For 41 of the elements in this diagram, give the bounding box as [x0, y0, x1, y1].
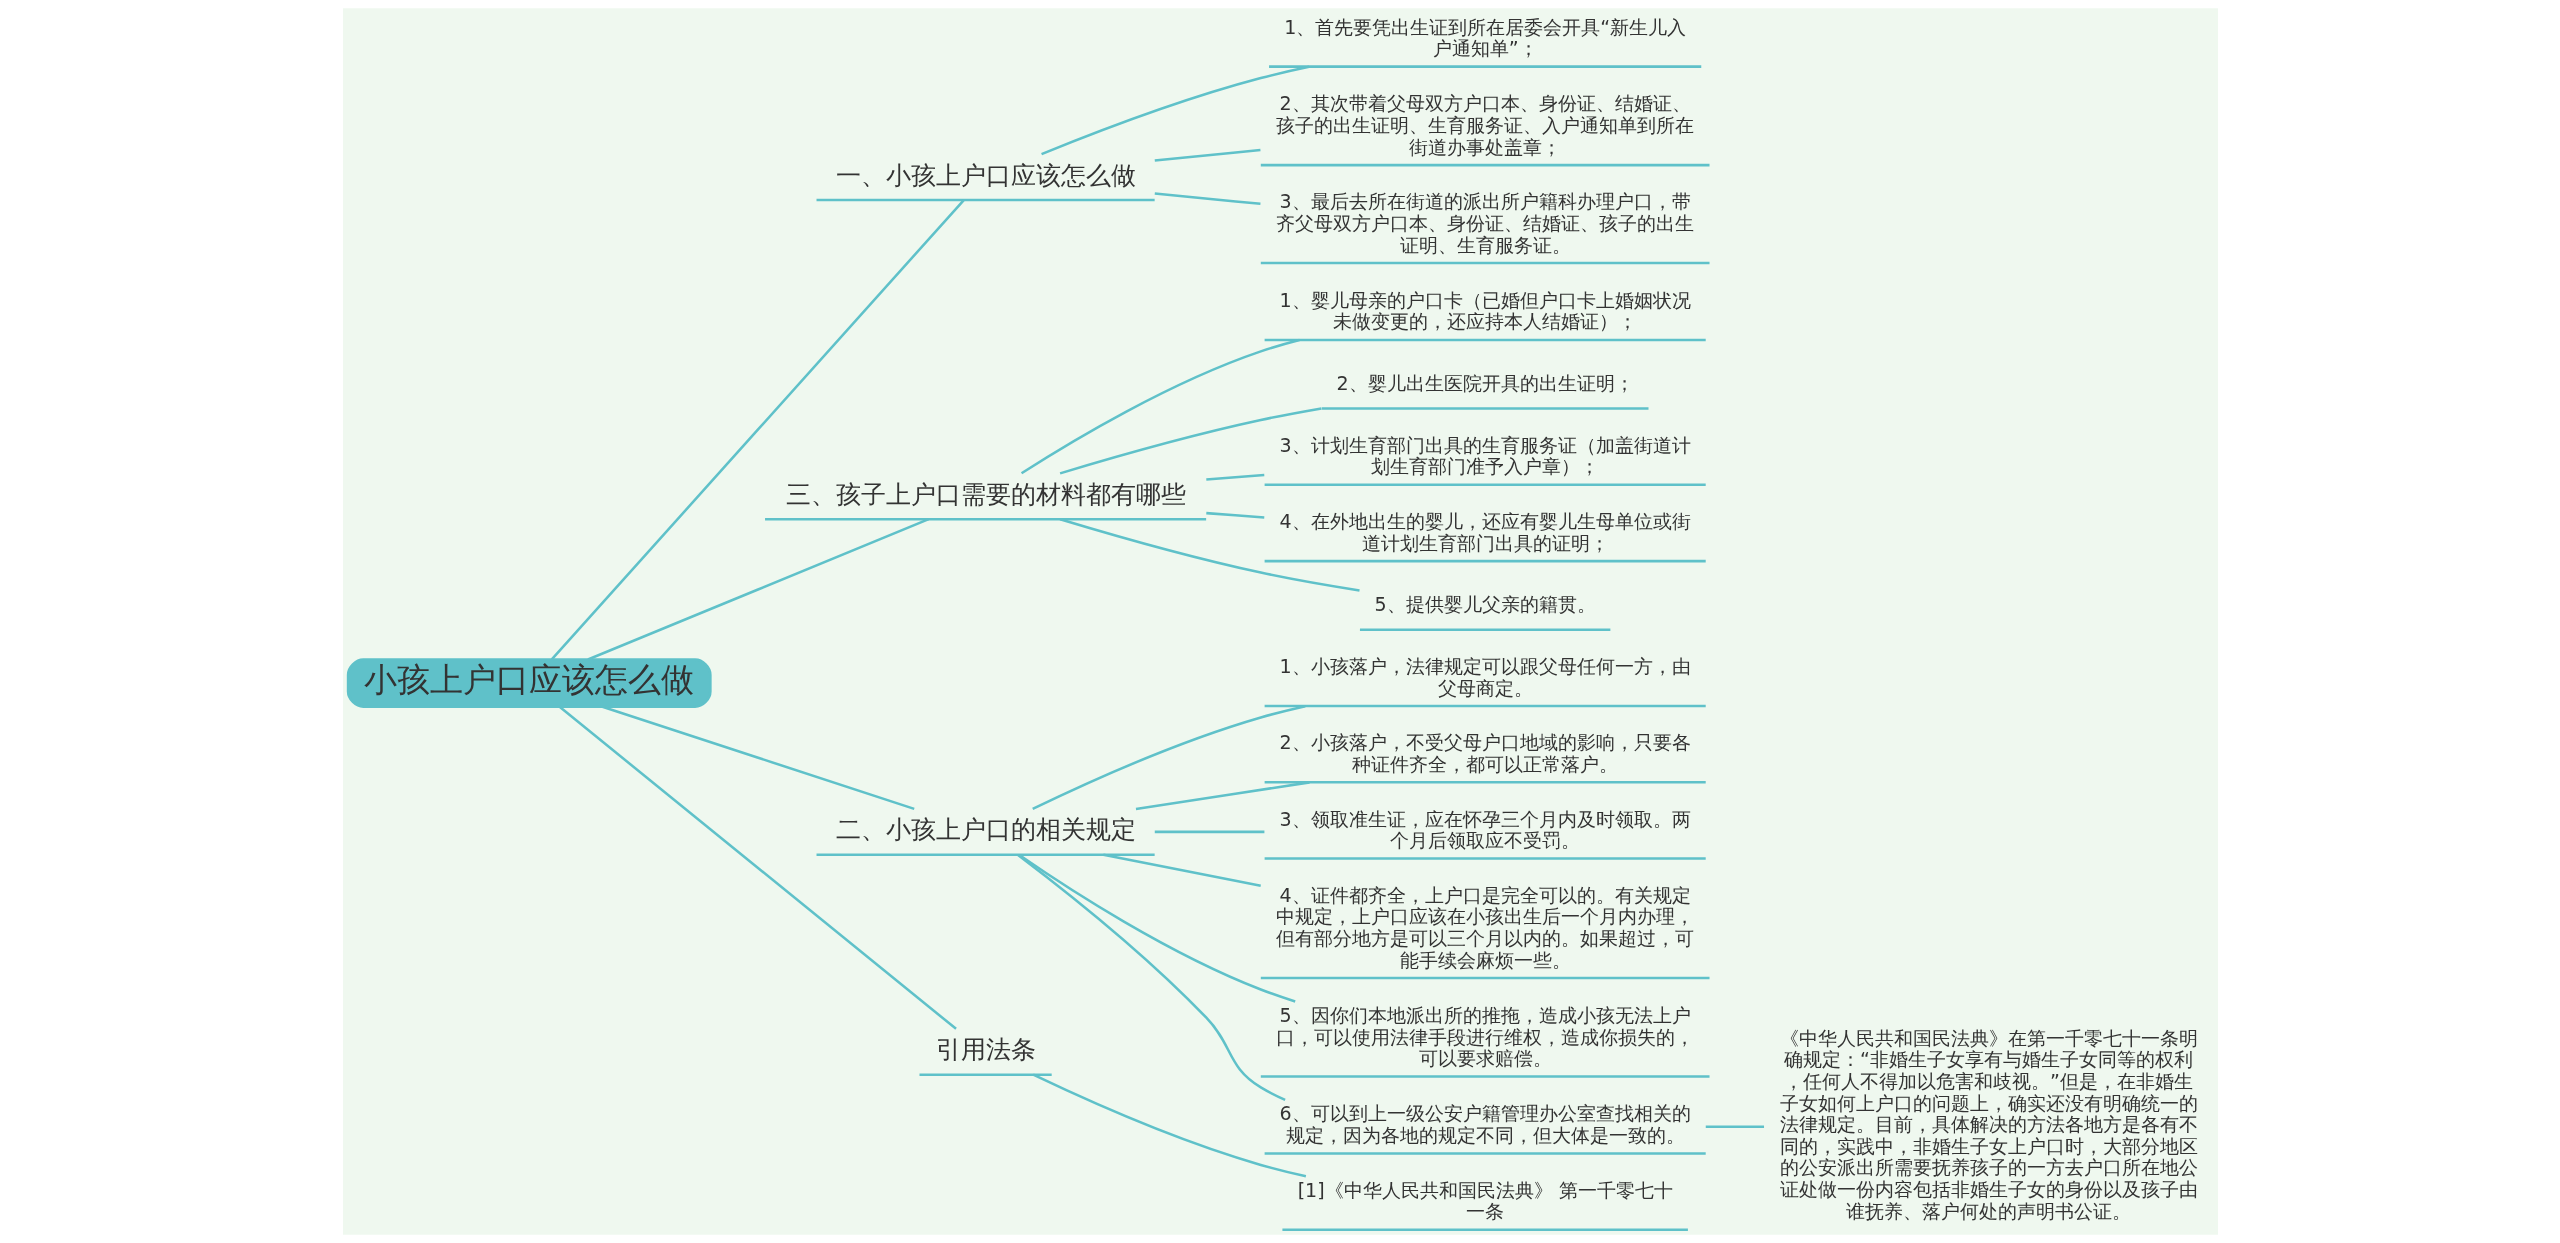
node-text: 1、婴儿母亲的户口卡（已婚但户口卡上婚姻状况未做变更的，还应持本人结婚证）； — [1279, 288, 1691, 333]
connector — [1205, 473, 1264, 481]
connector — [587, 518, 929, 661]
node-text: 4、证件都齐全，上户口是完全可以的。有关规定中规定，上户口应该在小孩出生后一个月内办理，但有部分地方是可以三个月以内的。如果超过，可能手续会麻烦一些。 — [1275, 883, 1694, 971]
node-text: 《中华人民共和国民法典》在第一千零七十一条明确规定：“非婚生子女享有与婚生子女同等的权利，任何人不得加以危害和歧视。”但是，在非婚生子女如何上户口的问题上，确实还没有明确统一的法律规定。目前，具体解决的方法各地方是各有不同的，实践中，非婚生子女上户口时，大部分地区的公安派出所需要抚养孩子的一方去户口所在地公证处做一份内容包括非婚生子女的身份以及孩子由谁抚养、落户何处的声明书公证。 — [1779, 1026, 2198, 1222]
node-text: 3、最后去所在街道的派出所户籍科办理户口，带齐父母双方户口本、身份证、结婚证、孩子的出生证明、生育服务证。 — [1275, 190, 1694, 256]
connector — [1059, 407, 1322, 475]
connector — [1205, 511, 1264, 519]
connector — [1032, 1073, 1306, 1178]
connector — [1059, 518, 1360, 592]
connector — [1154, 148, 1261, 162]
node-text: 3、计划生育部门出具的生育服务证（加盖街道计划生育部门准予入户章）； — [1279, 433, 1691, 478]
connector — [1018, 853, 1296, 1003]
node-text: 6、可以到上一级公安户籍管理办公室查找相关的规定，因为各地的规定不同，但大体是一致的。 — [1279, 1102, 1691, 1147]
node-text: 2、小孩落户，不受父母户口地域的影响，只要各种证件齐全，都可以正常落户。 — [1279, 731, 1691, 775]
node-text: 3、领取准生证，应在怀孕三个月内及时领取。两个月后领取应不受罚。 — [1279, 807, 1691, 852]
node-box: 小孩上户口应该怎么做 — [346, 658, 712, 708]
connector — [1016, 853, 1286, 1101]
node-text: 二、小孩上户口的相关规定 — [835, 814, 1136, 845]
node-text: 2、婴儿出生医院开具的出生证明； — [1336, 372, 1634, 395]
node-text: [1]《中华人民共和国民法典》 第一千零七十一条 — [1297, 1178, 1673, 1223]
connector — [550, 199, 965, 661]
node-text: 5、提供婴儿父亲的籍贯。 — [1374, 593, 1596, 616]
connector — [1135, 781, 1310, 811]
connector — [1040, 65, 1309, 156]
connector — [1020, 338, 1300, 475]
node-text: 4、在外地出生的婴儿，还应有婴儿生母单位或街道计划生育部门出具的证明； — [1279, 510, 1691, 554]
node-text: 三、孩子上户口需要的材料都有哪些 — [785, 478, 1186, 509]
connector — [1154, 192, 1261, 206]
node-text: 1、首先要凭出生证到所在居委会开具“新生儿入户通知单”； — [1283, 15, 1686, 60]
connector — [1705, 1125, 1764, 1129]
node-text: 2、其次带着父母双方户口本、身份证、结婚证、孩子的出生证明、生育服务证、入户通知单到所在街道办事处盖章； — [1275, 92, 1694, 158]
connector — [1154, 830, 1264, 834]
node-text: 5、因你们本地派出所的推拖，造成小孩无法上户口，可以使用法律手段进行维权，造成你损失的，可以要求赔偿。 — [1275, 1003, 1694, 1070]
connector — [601, 705, 915, 811]
node-text: 一、小孩上户口应该怎么做 — [835, 159, 1136, 190]
node-text: 1、小孩落户，法律规定可以跟父母任何一方，由父母商定。 — [1279, 654, 1691, 699]
node-text: 引用法条 — [935, 1034, 1036, 1065]
connector — [1102, 853, 1261, 888]
connector — [1031, 704, 1306, 811]
connector — [558, 705, 957, 1030]
